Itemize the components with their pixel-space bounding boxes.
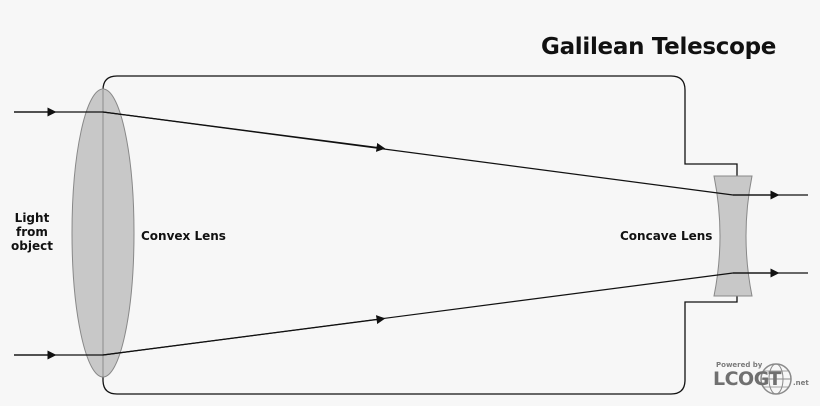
light-source-label-line-2: from (16, 225, 48, 239)
telescope-tube (102, 75, 738, 395)
logo-suffix-text: .net (793, 379, 809, 387)
upper-ray-arrow-2 (102, 111, 386, 152)
logo-main-text: LCOGT (713, 368, 781, 390)
diagram-title: Galilean Telescope (541, 34, 777, 60)
logo-powered-by-text: Powered by (716, 361, 763, 369)
globe-icon (760, 363, 792, 395)
convex-lens-label: Convex Lens (141, 229, 226, 243)
light-source-label-line-3: object (11, 239, 53, 253)
concave-lens (713, 175, 753, 297)
lower-ray-arrow-2 (102, 315, 386, 356)
light-source-label: Light from object (4, 211, 60, 253)
concave-lens-label: Concave Lens (620, 229, 713, 243)
lcogt-logo: Powered by LCOGT .net (713, 358, 817, 398)
light-source-label-line-1: Light (14, 211, 50, 225)
